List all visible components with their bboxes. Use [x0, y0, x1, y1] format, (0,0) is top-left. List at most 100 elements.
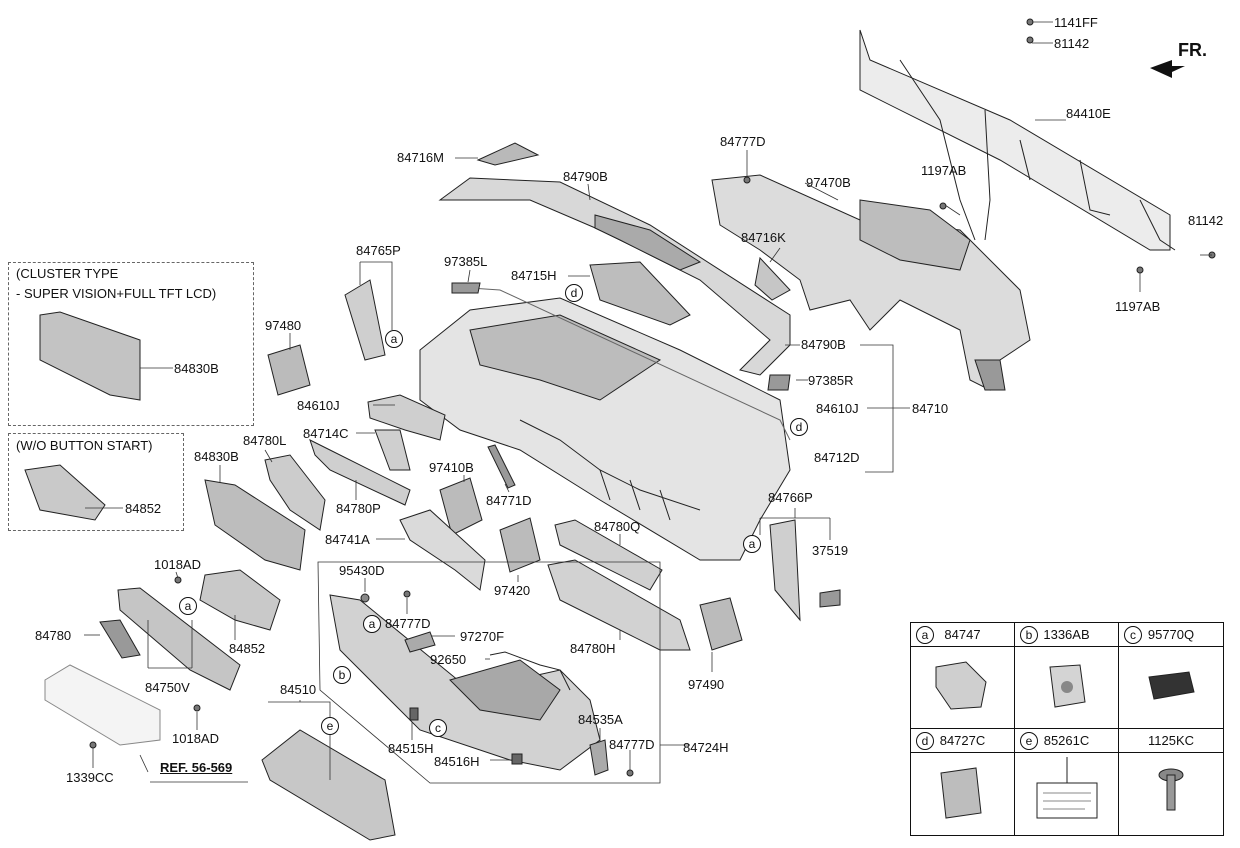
part-label-84777d-bottom: 84777D [609, 737, 655, 752]
clip-84515h-art [409, 707, 419, 721]
cluster-type-line2: - SUPER VISION+FULL TFT LCD) [16, 286, 217, 301]
cluster-84830b-top-art [39, 311, 141, 401]
air-duct-art [711, 174, 1031, 391]
cap-37519-art [819, 589, 841, 608]
bolt-1018adb-art [193, 704, 201, 712]
part-label-97420: 97420 [494, 583, 531, 598]
part-label-1018ad-top: 1018AD [154, 557, 201, 572]
trim-84771d-art [487, 444, 516, 489]
glove-box-inner-art [449, 659, 561, 721]
callout-e: e [321, 717, 339, 735]
part-label-84710: 84710 [912, 401, 949, 416]
part-label-84790b-right: 84790B [801, 337, 846, 352]
speaker-grille-97385l-art [451, 282, 481, 294]
callout-a-right: a [743, 535, 761, 553]
part-label-84852: 84852 [229, 641, 266, 656]
part-label-84741a: 84741A [325, 532, 370, 547]
cowl-cross-bar-art [859, 29, 1176, 251]
screw-84777db-art [403, 590, 411, 598]
part-label-84777d-mid: 84777D [385, 616, 431, 631]
bolt-1197abb-art [1136, 266, 1144, 274]
part-label-97470b: 97470B [806, 175, 851, 190]
garnish-84741a-art [399, 509, 486, 591]
screw-84777dc-art [626, 769, 634, 777]
callout-a-housing: a [363, 615, 381, 633]
reference-label: REF. 56-569 [160, 760, 233, 775]
part-label-84714c: 84714C [303, 426, 349, 441]
panel-84715h-art [589, 261, 691, 326]
part-label-97480: 97480 [265, 318, 302, 333]
part-label-1018ad-bottom: 1018AD [172, 731, 219, 746]
part-label-1197ab-bottom: 1197AB [1115, 299, 1161, 314]
part-label-84852-top: 84852 [125, 501, 162, 516]
part-label-84750v: 84750V [145, 680, 190, 695]
bolt-1125kc-icon [1158, 768, 1184, 811]
garnish-84780q-art [554, 519, 663, 591]
part-label-97490: 97490 [688, 677, 725, 692]
part-label-84724h: 84724H [683, 740, 729, 755]
legend-letter-b: b [1020, 626, 1038, 644]
part-label-97410b: 97410B [429, 460, 474, 475]
bezel-84610j-art [367, 394, 446, 441]
legend-cell-b: b 1336AB [1015, 623, 1119, 729]
damper-84535a-art [589, 739, 609, 776]
trim-84716m-art [476, 142, 540, 166]
front-arrow-icon [1150, 60, 1185, 78]
part-label-84777d-top: 84777D [720, 134, 766, 149]
part-label-97385l: 97385L [444, 254, 488, 269]
bracket-84714c-art [374, 429, 411, 471]
legend-letter-e: e [1020, 732, 1038, 750]
legend-code-e: 85261C [1043, 733, 1090, 748]
bolt-1339cc-art [89, 741, 97, 749]
vent-97490-art [699, 597, 743, 651]
clip-84747-icon [935, 661, 987, 710]
vent-97410b-art [439, 477, 483, 536]
clip-84516h-art [511, 753, 523, 765]
switch-95770q-icon [1148, 671, 1195, 700]
part-label-84716m: 84716M [397, 150, 444, 165]
part-label-84510: 84510 [280, 682, 317, 697]
part-label-84766p: 84766P [768, 490, 813, 505]
part-label-1197ab-top: 1197AB [921, 163, 967, 178]
part-label-37519: 37519 [812, 543, 849, 558]
callout-a-top: a [385, 330, 403, 348]
harness-92650-art [489, 651, 571, 691]
part-label-84790b-top: 84790B [563, 169, 608, 184]
legend-code-b: 1336AB [1043, 627, 1090, 642]
part-label-84535a: 84535A [578, 712, 623, 727]
button-start-box [8, 433, 184, 531]
orientation-label: FR. [1178, 40, 1207, 60]
glove-box-84510-art [261, 729, 396, 841]
part-label-95430d: 95430D [339, 563, 385, 578]
cluster-type-line1: (CLUSTER TYPE [16, 266, 119, 281]
part-label-84712d: 84712D [814, 450, 860, 465]
clip-95430d-art [360, 593, 370, 603]
part-label-84780l: 84780L [243, 433, 287, 448]
legend-cell-f: 1125KC [1119, 729, 1223, 835]
legend-letter-a: a [916, 626, 934, 644]
switch-97270f-art [404, 631, 436, 653]
speaker-grille-97385r-art [767, 374, 791, 391]
legend-letter-d: d [916, 732, 934, 750]
lower-panel-84750v-art [117, 587, 241, 691]
label-85261c-icon [1036, 757, 1098, 819]
garnish-84780p-art [309, 439, 411, 506]
legend-letter-c: c [1124, 626, 1142, 644]
part-label-97270f: 97270F [460, 629, 505, 644]
part-label-84515h: 84515H [388, 741, 434, 756]
part-label-84780p: 84780P [336, 501, 381, 516]
vent-97480-art [267, 344, 311, 396]
shroud-84852-top-art [24, 464, 106, 521]
shroud-84852-art [199, 569, 281, 631]
part-label-92650: 92650 [430, 652, 467, 667]
part-label-84765p: 84765P [356, 243, 401, 258]
side-cover-84765p-art [344, 279, 386, 361]
crash-pad-art [419, 287, 791, 561]
part-label-1141ff: 1141FF [1054, 15, 1098, 30]
part-label-81142-top: 81142 [1054, 36, 1090, 51]
callout-a-lower: a [179, 597, 197, 615]
panel-84780-art [99, 619, 141, 659]
